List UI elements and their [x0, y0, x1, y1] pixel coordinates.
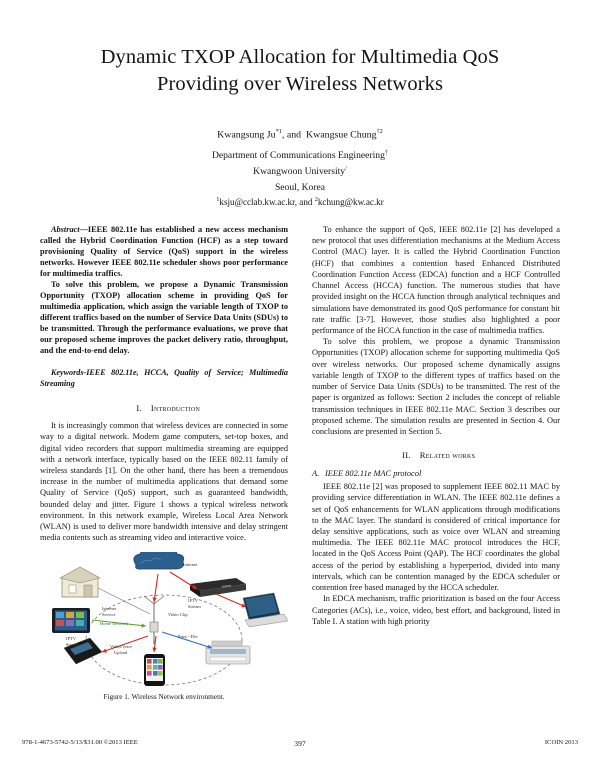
link-stb-to-laptop — [215, 593, 247, 608]
tablet-icon — [52, 608, 90, 634]
printer-icon — [205, 641, 251, 665]
affiliation-city: Seoul, Korea — [274, 181, 326, 193]
figure-label-video-clip: Video Clip — [168, 612, 188, 617]
affiliation-department: Department of Communications Engineering… — [0, 148, 600, 164]
section-title-2: Related works — [419, 450, 476, 461]
subsection-title-a: IEEE 802.11e MAC protocol — [325, 469, 422, 479]
email-1-superscript: 1 — [216, 196, 220, 204]
abstract-text-1: IEEE 802.11e has established a new acces… — [40, 225, 288, 279]
author-emails: 1ksju@cclab.kw.ac.kr, and 2kchung@kw.ac.… — [0, 195, 600, 210]
abstract-paragraph-2: To solve this problem, we propose a Dyna… — [40, 280, 288, 356]
footer-isbn: 978-1-4673-5742-5/13/$31.00 ©2013 IEEE — [22, 739, 138, 746]
set-top-box-icon — [190, 578, 246, 598]
right-intro-paragraph-1: To enhance the support of QoS, IEEE 802.… — [312, 225, 560, 335]
figure-label-internet-service-2: Service — [102, 612, 116, 617]
abstract-label: Abstract— — [51, 225, 88, 234]
figure-label-iptv-stream-top-2: Stream — [188, 604, 201, 609]
page-footer: 978-1-4673-5742-5/13/$31.00 ©2013 IEEE 3… — [0, 739, 600, 753]
house-icon — [59, 567, 101, 598]
page-title: Dynamic TXOP Allocation for Multimedia Q… — [100, 46, 500, 96]
left-column: Abstract—IEEE 802.11e has established a … — [40, 224, 289, 702]
section-number-1: I. — [136, 403, 142, 414]
figure-label-video-voice-upload-2: Upload — [114, 650, 128, 655]
smartphone-icon — [144, 654, 165, 687]
body-columns: Abstract—IEEE 802.11e has established a … — [40, 224, 560, 702]
figure-label-internet: Internet — [183, 562, 198, 567]
subsection-label-a: A. — [312, 469, 320, 479]
link-cloud-to-stb — [169, 572, 198, 590]
figure-label-home-network: Home Network — [100, 621, 129, 626]
link-ap-to-phone — [152, 636, 157, 653]
section-title-1: Introduction — [150, 403, 201, 414]
footer-page-number: 397 — [294, 739, 306, 748]
wireless-network-diagram: Internet — [52, 545, 289, 687]
abstract-paragraph-1: Abstract—IEEE 802.11e has established a … — [40, 224, 288, 279]
section-heading-related-works: II. Related works — [312, 450, 560, 460]
affiliation-university: Kwangwoon University/ — [0, 164, 600, 180]
section-number-2: II. — [402, 450, 411, 461]
author-block: Kwangsung Ju*1, and Kwangsue Chung†2 Dep… — [0, 127, 600, 210]
figure-label-iptv-stream-left: IPTV — [66, 636, 77, 641]
figure-label-video-voice-upload: Video/Voice — [110, 644, 132, 649]
link-house-to-ap — [97, 588, 151, 615]
link-ap-to-remote — [101, 635, 149, 654]
department-superscript: † — [384, 149, 389, 157]
author-1-name: Kwangsung Ju — [217, 129, 276, 141]
figure-label-print-file: Print - File — [178, 634, 198, 639]
author-2-name: Kwangsue Chung — [306, 129, 377, 141]
link-tablet-to-ap — [91, 619, 147, 629]
section-heading-introduction: I. Introduction — [40, 403, 288, 413]
department-text: Department of Communications Engineering — [211, 150, 385, 162]
footer-conference: ICOIN 2013 — [544, 739, 578, 746]
author-separator: , and — [281, 129, 302, 141]
related-paragraph-1: IEEE 802.11e [2] was proposed to supplem… — [312, 482, 560, 593]
author-2-superscript: †2 — [376, 128, 383, 136]
figure-label-internet-service: Internet — [102, 606, 117, 611]
email-2-superscript: 2 — [314, 196, 318, 204]
right-column: To enhance the support of QoS, IEEE 802.… — [312, 224, 560, 702]
link-cloud-to-ap — [152, 574, 159, 603]
laptop-icon — [242, 593, 289, 628]
figure-1: Internet — [40, 545, 289, 702]
author-names: Kwangsung Ju*1, and Kwangsue Chung†2 — [0, 127, 600, 143]
university-text: Kwangwoon University — [253, 166, 346, 178]
intro-paragraph-1: It is increasingly common that wireless … — [40, 421, 288, 543]
internet-cloud-icon — [133, 545, 185, 570]
related-paragraph-2: In EDCA mechanism, traffic prioritizatio… — [312, 594, 560, 626]
figure-label-iptv-stream-top: IPTV — [188, 598, 199, 603]
university-superscript: / — [345, 165, 347, 173]
access-point-icon — [143, 596, 165, 645]
subsection-heading-a: A. IEEE 802.11e MAC protocol — [312, 469, 560, 478]
email-1[interactable]: ksju@cclab.kw.ac.kr, and — [219, 197, 313, 208]
figure-label-iptv-stream-left-2: Stream — [66, 642, 79, 647]
email-2[interactable]: kchung@kw.ac.kr — [317, 197, 384, 208]
figure-1-caption: Figure 1. Wireless Network environment. — [103, 692, 225, 702]
link-ap-to-printer — [161, 631, 213, 650]
author-1-superscript: *1 — [275, 128, 282, 136]
right-intro-paragraph-2: To solve this problem, we propose a dyna… — [312, 337, 560, 436]
figure-1-canvas: Internet — [40, 545, 289, 688]
keywords-line: Keywords-IEEE 802.11e, HCCA, Quality of … — [40, 368, 288, 389]
